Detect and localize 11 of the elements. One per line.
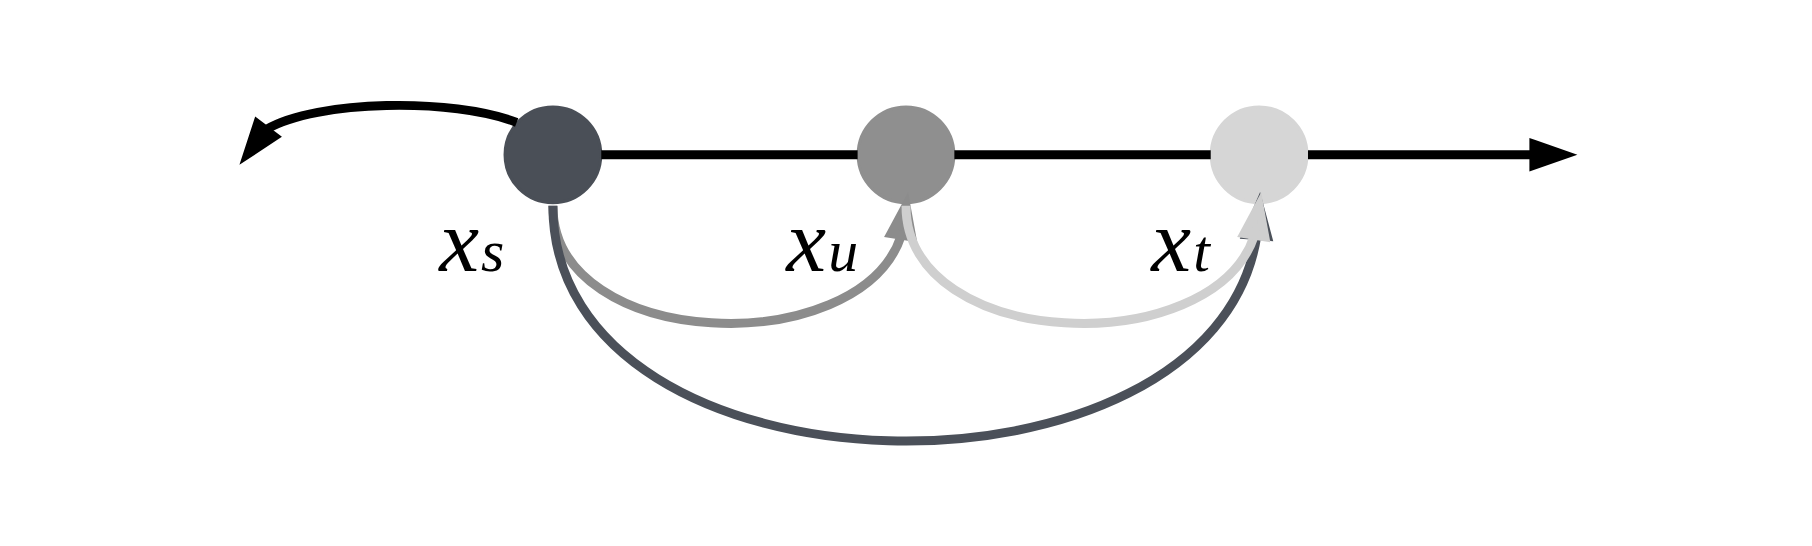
connector — [601, 149, 858, 159]
arrow — [239, 100, 519, 165]
node-circle — [856, 104, 956, 204]
node-label: xt — [1151, 190, 1210, 290]
arrow — [901, 191, 1271, 327]
arrow — [1308, 137, 1578, 172]
node-circle — [503, 104, 603, 204]
node-label: xu — [786, 190, 859, 290]
node-circle — [1209, 104, 1309, 204]
connector — [954, 149, 1211, 159]
node-label: xs — [439, 190, 505, 290]
